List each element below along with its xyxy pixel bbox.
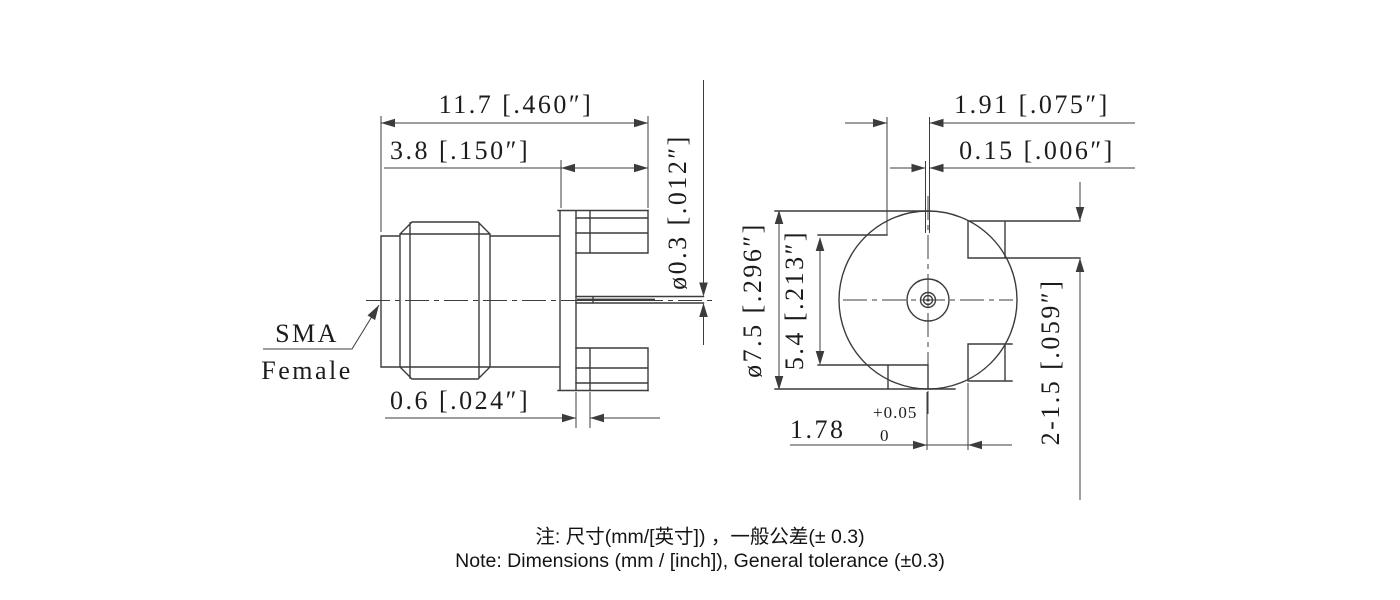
dim-center-to-tab-tol-lower: 0 bbox=[880, 426, 890, 445]
general-notes: 注: 尺寸(mm/[英寸]) ，一般公差(± 0.3) Note: Dimens… bbox=[455, 526, 945, 572]
dim-center-to-tab-value: 1.78 bbox=[790, 415, 846, 444]
dim-tab-edge-offset: 1.91 [.075″] bbox=[954, 90, 1110, 119]
dim-pin-diameter: ø0.3 [.012″] bbox=[663, 134, 692, 290]
dim-edge-gap: 0.15 [.006″] bbox=[959, 136, 1115, 165]
dim-body-diameter: ø7.5 [.296″] bbox=[738, 222, 767, 378]
connector-label: SMA Female bbox=[261, 319, 353, 385]
end-view-pin-outer-circle bbox=[919, 291, 937, 309]
connector-label-line1: SMA bbox=[275, 319, 339, 348]
end-view-pin-inner-circle bbox=[922, 294, 934, 306]
note-line-en: Note: Dimensions (mm / [inch]), General … bbox=[455, 550, 945, 572]
dim-tab-width: 2-1.5 [.059″] bbox=[1036, 279, 1065, 446]
end-view-mount-tabs bbox=[774, 210, 1081, 390]
label-leader-line bbox=[263, 304, 380, 350]
extension-lines bbox=[380, 116, 969, 450]
end-view-dielectric-circle bbox=[906, 278, 950, 322]
end-view bbox=[774, 196, 1081, 414]
dimension-linework bbox=[263, 80, 1135, 500]
dimension-labels: 11.7 [.460″] 3.8 [.150″] 0.6 [.024″] ø0.… bbox=[390, 90, 1115, 446]
dimension-lines bbox=[381, 80, 1135, 500]
dim-slot-span: 5.4 [.213″] bbox=[780, 230, 809, 370]
side-view-body-outline bbox=[380, 209, 649, 392]
dim-tab-length: 3.8 [.150″] bbox=[390, 136, 530, 165]
dim-center-to-tab-tol-upper: +0.05 bbox=[873, 403, 917, 422]
note-line-cn: 注: 尺寸(mm/[英寸]) ，一般公差(± 0.3) bbox=[535, 526, 864, 548]
dim-overall-length: 11.7 [.460″] bbox=[439, 90, 594, 119]
end-view-pin-center-dot bbox=[926, 298, 930, 302]
connector-label-line2: Female bbox=[261, 356, 353, 385]
dim-tab-thickness: 0.6 [.024″] bbox=[390, 386, 530, 415]
side-view bbox=[366, 209, 716, 392]
side-view-mount-legs bbox=[575, 209, 649, 392]
